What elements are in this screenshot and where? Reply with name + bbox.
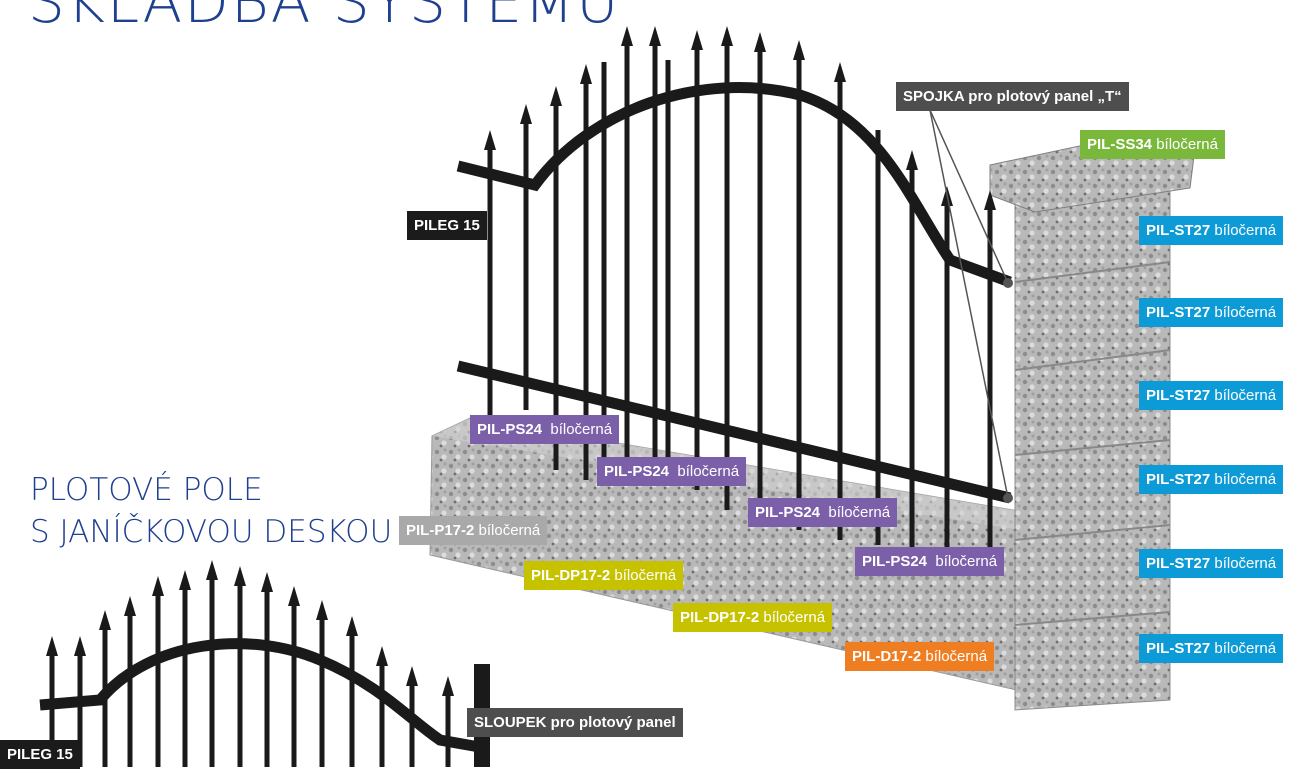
label-ps24-3: PIL-PS24 bíločerná [748,498,897,527]
label-pileg-top: PILEG 15 [407,211,487,240]
label-ps24-4: PIL-PS24 bíločerná [855,547,1004,576]
page-title: SKLADBA SYSTÉMU [28,0,621,36]
label-code: PIL-ST27 [1146,471,1210,488]
subtitle-line-2: S JANÍČKOVOU DESKOU [30,514,392,550]
label-color: bíločerná [1214,555,1276,572]
label-color: bíločerná [614,567,676,584]
label-color: bíločerná [1214,471,1276,488]
label-code: PIL-ST27 [1146,555,1210,572]
label-code: PIL-DP17-2 [531,567,610,584]
label-color: bíločerná [677,463,739,480]
label-code: PIL-SS34 [1087,136,1152,153]
label-ss34: PIL-SS34 bíločerná [1080,130,1225,159]
label-st27-4: PIL-ST27 bíločerná [1139,465,1283,494]
label-code: PIL-DP17-2 [680,609,759,626]
label-color: bíločerná [1214,387,1276,404]
label-code: PIL-PS24 [755,504,820,521]
label-st27-3: PIL-ST27 bíločerná [1139,381,1283,410]
label-color: bíločerná [1156,136,1218,153]
label-code: PILEG 15 [7,746,73,763]
label-code: SPOJKA pro plotový panel „T“ [903,88,1122,105]
label-pileg-bottom: PILEG 15 [0,740,80,769]
label-color: bíločerná [828,504,890,521]
label-st27-6: PIL-ST27 bíločerná [1139,634,1283,663]
label-color: bíločerná [479,522,541,539]
label-spojka: SPOJKA pro plotový panel „T“ [896,82,1129,111]
label-dp17-2: PIL-DP17-2 bíločerná [673,603,832,632]
label-st27-5: PIL-ST27 bíločerná [1139,549,1283,578]
label-code: PIL-PS24 [477,421,542,438]
label-color: bíločerná [935,553,997,570]
label-d17: PIL-D17-2 bíločerná [845,642,994,671]
label-code: SLOUPEK pro plotový panel [474,714,676,731]
label-code: PIL-P17-2 [406,522,474,539]
label-color: bíločerná [550,421,612,438]
label-p17: PIL-P17-2 bíločerná [399,516,547,545]
label-color: bíločerná [1214,222,1276,239]
label-code: PIL-D17-2 [852,648,921,665]
subtitle-line-1: PLOTOVÉ POLE [30,472,263,508]
label-code: PILEG 15 [414,217,480,234]
label-ps24-1: PIL-PS24 bíločerná [470,415,619,444]
label-code: PIL-ST27 [1146,387,1210,404]
label-st27-1: PIL-ST27 bíločerná [1139,216,1283,245]
label-code: PIL-PS24 [862,553,927,570]
label-code: PIL-ST27 [1146,222,1210,239]
label-code: PIL-ST27 [1146,640,1210,657]
label-sloupek: SLOUPEK pro plotový panel [467,708,683,737]
label-color: bíločerná [1214,640,1276,657]
label-st27-2: PIL-ST27 bíločerná [1139,298,1283,327]
label-color: bíločerná [1214,304,1276,321]
secondary-fence [40,560,490,767]
label-ps24-2: PIL-PS24 bíločerná [597,457,746,486]
label-color: bíločerná [925,648,987,665]
label-color: bíločerná [763,609,825,626]
label-code: PIL-PS24 [604,463,669,480]
label-code: PIL-ST27 [1146,304,1210,321]
label-dp17-1: PIL-DP17-2 bíločerná [524,561,683,590]
